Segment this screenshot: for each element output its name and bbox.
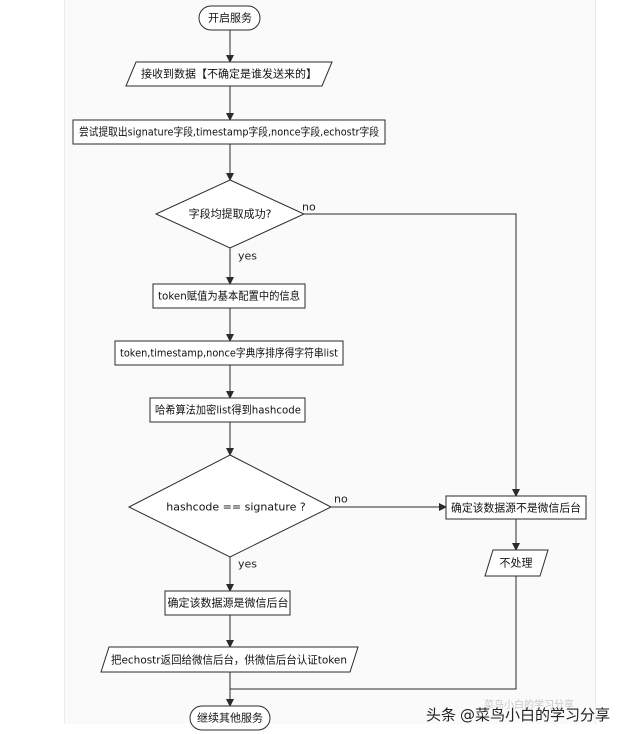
watermark-faint: 菜鸟小白的学习分享: [484, 700, 574, 711]
receive-label: 接收到数据【不确定是谁发送来的】: [141, 67, 317, 81]
decision-signature-label: hashcode == signature ?: [166, 501, 306, 514]
confirm-wechat-node: [164, 590, 291, 616]
assign-token-node: [152, 283, 306, 309]
watermark: 头条 @菜鸟小白的学习分享: [426, 699, 610, 729]
extract-label: 尝试提取出signature字段,timestamp字段,nonce字段,ech…: [79, 125, 379, 139]
confirm-wechat-label: 确定该数据源是微信后台: [168, 596, 289, 610]
decision-fields-node: [154, 179, 306, 249]
sort-node: [114, 340, 344, 366]
edge-no-notwechat: [304, 213, 520, 497]
start-label: 开启服务: [208, 12, 252, 25]
extract-node: [72, 119, 386, 145]
edge-noprocess-merge: [230, 576, 517, 690]
hash-node: [149, 397, 306, 423]
return-echostr-label: 把echostr返回给微信后台，供微信后台认证token: [111, 653, 347, 667]
watermark-prefix: 头条: [426, 705, 457, 724]
hash-label: 哈希算法加密list得到hashcode: [155, 403, 301, 417]
continue-node: [189, 705, 271, 731]
watermark-handle: @菜鸟小白的学习分享: [460, 705, 611, 724]
not-wechat-label: 确定该数据源不是微信后台: [451, 501, 581, 515]
no-process-node: [484, 549, 549, 577]
continue-label: 继续其他服务: [197, 711, 263, 725]
return-echostr-node: [100, 646, 359, 673]
no-process-label: 不处理: [500, 557, 533, 570]
edge-label-no-2: no: [334, 493, 348, 506]
not-wechat-node: [445, 495, 587, 520]
decision-signature-node: [127, 454, 333, 558]
edge-label-no-1: no: [302, 201, 316, 214]
decision-fields-label: 字段均提取成功?: [189, 207, 272, 221]
start-node: [198, 5, 261, 31]
assign-token-label: token赋值为基本配置中的信息: [158, 289, 300, 303]
sort-label: token,timestamp,nonce字典序排序得字符串list: [120, 346, 339, 360]
connectors: [226, 30, 520, 707]
edge-label-yes-2: yes: [238, 558, 257, 571]
edge-label-yes-1: yes: [238, 250, 257, 263]
receive-node: [125, 61, 333, 87]
